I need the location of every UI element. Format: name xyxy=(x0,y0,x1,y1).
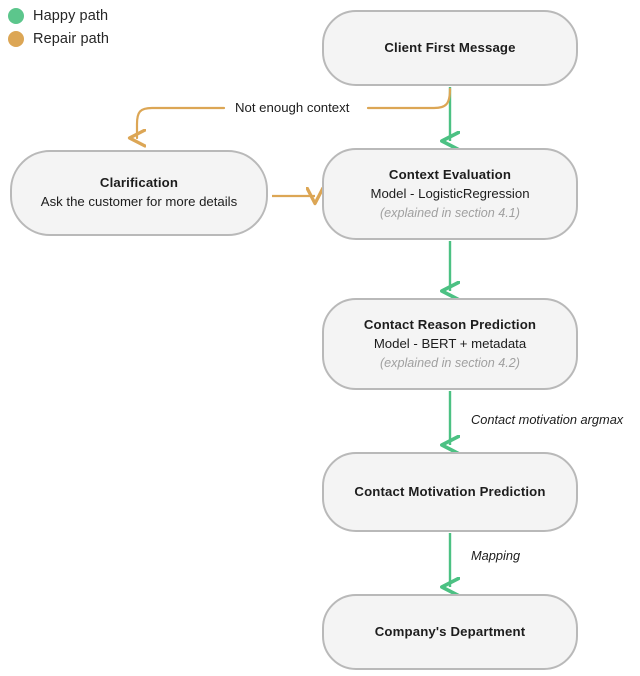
legend-item-repair-path: Repair path xyxy=(8,27,188,50)
node-contact-motivation-prediction[interactable]: Contact Motivation Prediction xyxy=(322,452,578,532)
node-subtitle: Ask the customer for more details xyxy=(40,194,238,209)
legend: Happy path Repair path xyxy=(8,4,188,50)
node-title: Contact Motivation Prediction xyxy=(354,483,546,499)
node-title: Client First Message xyxy=(384,39,516,55)
legend-label-happy-path: Happy path xyxy=(33,7,109,24)
edge-context-to-clarification-right xyxy=(366,87,452,110)
circle-icon xyxy=(8,30,24,47)
node-title: Context Evaluation xyxy=(388,167,512,183)
node-title: Contact Reason Prediction xyxy=(363,317,537,333)
edge-label-not-enough-context: Not enough context xyxy=(231,100,354,115)
edge-label-contact-motivation-argmax: Contact motivation argmax xyxy=(471,412,624,427)
legend-label-repair-path: Repair path xyxy=(33,30,110,47)
node-title: Company's Department xyxy=(374,623,526,639)
node-clarification[interactable]: Clarification Ask the customer for more … xyxy=(10,150,268,236)
edge-context-to-clarification-left xyxy=(137,106,226,138)
legend-item-happy-path: Happy path xyxy=(8,4,188,27)
circle-icon xyxy=(8,7,24,24)
node-context-evaluation[interactable]: Context Evaluation Model - LogisticRegre… xyxy=(322,148,578,240)
node-title: Clarification xyxy=(99,175,179,191)
node-note: (explained in section 4.2) xyxy=(379,355,520,370)
edge-label-mapping: Mapping xyxy=(471,548,521,563)
node-note: (explained in section 4.1) xyxy=(379,205,520,220)
node-contact-reason-prediction[interactable]: Contact Reason Prediction Model - BERT +… xyxy=(322,298,578,390)
node-subtitle: Model - LogisticRegression xyxy=(370,185,530,201)
node-client-first-message[interactable]: Client First Message xyxy=(322,10,578,86)
node-subtitle: Model - BERT + metadata xyxy=(373,335,527,351)
node-companys-department[interactable]: Company's Department xyxy=(322,594,578,670)
